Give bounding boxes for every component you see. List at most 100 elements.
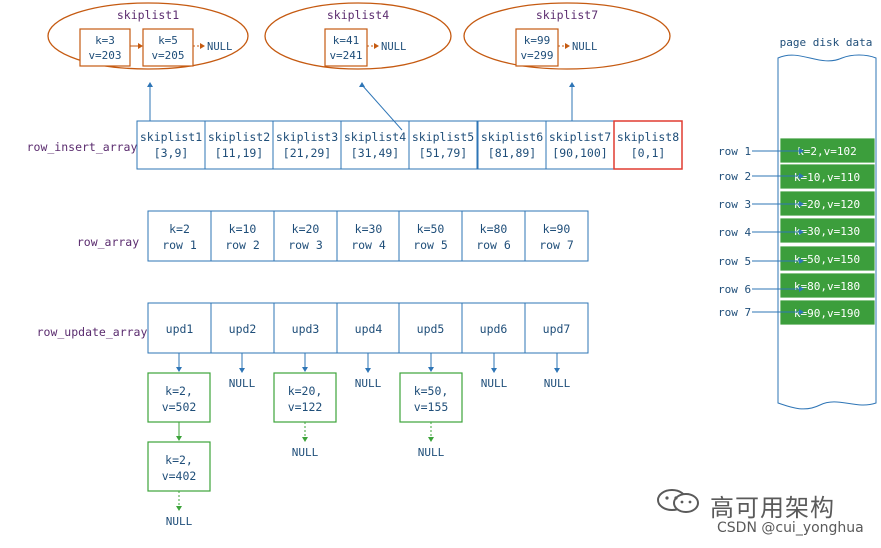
disk-row-box (779, 245, 876, 272)
disk-row: k=20,v=120 row 3 (718, 190, 876, 217)
update-node-key: k=50, (414, 384, 449, 398)
update-cell-label: upd1 (166, 322, 194, 336)
row-array-row: row 3 (288, 238, 323, 252)
row-array-row: row 7 (539, 238, 574, 252)
update-node-value: v=502 (162, 400, 197, 414)
row-array-row: row 1 (162, 238, 197, 252)
chain-null-arrow (428, 437, 434, 442)
disk-row-pointer-arrow (799, 286, 804, 292)
insert-cell-range: [0,1] (631, 146, 666, 160)
skiplist-title: skiplist1 (117, 8, 179, 22)
row-array-cell-box (210, 210, 275, 262)
chain-null-label: NULL (418, 446, 445, 459)
disk-row-label: row 5 (718, 255, 751, 268)
insert-cell-name: skiplist4 (344, 130, 406, 144)
disk-row-pointer-arrow (799, 201, 804, 207)
update-cell-upd6: upd6 (461, 302, 526, 354)
skiplist-tail-null: NULL (572, 41, 597, 53)
row-insert-array-label: row_insert_array (27, 140, 138, 154)
update-cell-upd2: upd2 (210, 302, 275, 354)
row-array-key: k=30 (355, 222, 383, 236)
disk-row-box (779, 217, 876, 244)
update-node-box (399, 372, 463, 423)
disk-row-label: row 3 (718, 198, 751, 211)
skiplist-tail-arrow (200, 43, 205, 49)
update-node-key: k=20, (288, 384, 323, 398)
skiplist-node-box (324, 28, 368, 67)
insert-cell-name: skiplist6 (481, 130, 543, 144)
update-node: k=20,v=122 (273, 372, 337, 423)
disk-row-value: k=10,v=110 (794, 171, 860, 184)
update-cell-label: upd2 (229, 322, 257, 336)
row-array-key: k=10 (229, 222, 257, 236)
skiplist-node: k=99v=299 (515, 28, 559, 67)
update-node: k=50, v=155 (399, 372, 463, 423)
disk-row-pointer-arrow (799, 229, 804, 235)
update-node: k=2,v=402 (147, 441, 211, 492)
row-array-key: k=50 (417, 222, 445, 236)
skiplist-node: k=3v=203 (79, 28, 131, 67)
row-array-cell: k=90 row 7 (524, 210, 589, 262)
disk-row-value: k=80,v=180 (794, 280, 860, 293)
row-array-cell-box (336, 210, 401, 262)
watermark-credit: CSDN @cui_yonghua (717, 520, 864, 536)
insert-cell-name: skiplist1 (140, 130, 202, 144)
row-array-cell-box (524, 210, 589, 262)
disk-row-label: row 4 (718, 226, 751, 239)
disk-row-value: k=50,v=150 (794, 253, 860, 266)
row-array-cell: k=2 row 1 (147, 210, 212, 262)
skiplist-tail-null: NULL (381, 41, 406, 53)
skiplist-ellipse (463, 2, 671, 70)
update-node-value: v=155 (414, 400, 449, 414)
row-array-key: k=90 (543, 222, 571, 236)
row-array-row: row 5 (413, 238, 448, 252)
skiplist-tail-null: NULL (207, 41, 232, 53)
update-node-key: k=2, (165, 453, 193, 467)
update-cell-box (147, 302, 212, 354)
disk-row-label: row 1 (718, 145, 751, 158)
page-disk-title: page disk data (780, 36, 873, 49)
row-insert-array: row_insert_arrayskiplist1[3,9]skiplist2[… (27, 120, 683, 170)
insert-cell-skiplist4: skiplist4 [31,49] (340, 120, 410, 170)
chain-null-arrow (176, 506, 182, 511)
update-node-key: k=2, (165, 384, 193, 398)
chain-null-arrow (491, 368, 497, 373)
insert-cell-range: [11,19] (215, 146, 263, 160)
insert-cell-range: [31,49] (351, 146, 399, 160)
insert-cell-skiplist7: skiplist7[90,100] (545, 120, 615, 170)
row-array-key: k=2 (169, 222, 190, 236)
insert-cell-box (272, 120, 342, 170)
update-node-box (147, 372, 211, 423)
insert-cell-range: [51,79] (419, 146, 467, 160)
disk-row-pointer-arrow (799, 258, 804, 264)
row-array-cell: k=50 row 5 (398, 210, 463, 262)
update-cell-label: upd7 (543, 322, 571, 336)
skiplist-title: skiplist4 (327, 8, 389, 22)
update-cell-box (398, 302, 463, 354)
disk-row-value: k=90,v=190 (794, 307, 860, 320)
insert-cell-skiplist1: skiplist1 [3,9] (136, 120, 206, 170)
skiplist-node-box (142, 28, 194, 67)
chain-null-label: NULL (166, 515, 193, 528)
insert-cell-range: [3,9] (154, 146, 189, 160)
row-array-label: row_array (77, 235, 139, 249)
chain-link-arrow (176, 436, 182, 441)
skiplist-ellipse (264, 2, 452, 70)
update-cell-box (524, 302, 589, 354)
insert-cell-name: skiplist7 (549, 130, 611, 144)
skiplist-node-box (515, 28, 559, 67)
insert-cell-skiplist3: skiplist3[21,29] (272, 120, 342, 170)
disk-row-value: k=20,v=120 (794, 198, 860, 211)
insert-cell-name: skiplist5 (412, 130, 474, 144)
disk-row-label: row 2 (718, 170, 751, 183)
insert-cell-box (204, 120, 274, 170)
